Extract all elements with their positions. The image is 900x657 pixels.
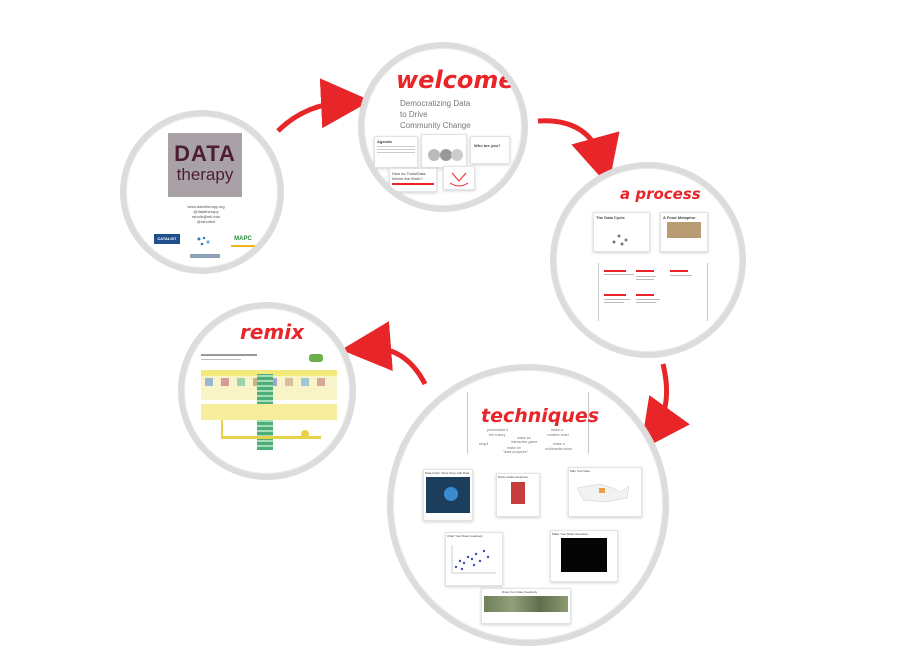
word-multimedia-show: multimedia show [545,447,572,451]
technique-card-interactive[interactable]: Make Your Data Interactive [550,530,618,582]
partner-logo-dots [196,234,212,246]
card-agenda-label: Agenda [377,139,392,144]
subtitle-line-3: Community Change [400,121,471,130]
remix-infographic [201,354,337,452]
process-bracket [598,263,708,321]
logo-line-1: DATA [174,141,236,166]
word-interactive-game: interactive game [511,440,538,444]
subtitle-line-2: to Drive [400,110,428,119]
welcome-subtitle: Democratizing Data to Drive Community Ch… [400,98,471,131]
arrow-welcome-to-process [537,118,620,187]
techniques-words: personalize it tell a story make an inte… [477,428,597,458]
intro-circle[interactable]: DATA therapy www.datatherapy.org @datath… [120,110,284,274]
process-card-data-cycle[interactable]: The Data Cycle [593,212,650,252]
word-sing-it: sing it [479,442,489,446]
contact-email: rahulb@mit.edu [191,214,221,219]
welcome-card-agenda[interactable]: Agenda [374,136,418,168]
arrow-intro-to-welcome [276,78,371,133]
arrow-process-to-techniques [640,363,690,451]
card-draw-label: Draw Your Data Creatively [502,590,538,594]
welcome-card-middle[interactable] [421,134,467,168]
process-card-food[interactable]: A Food Metaphor [660,212,708,252]
card-chart-label: Chart Your Data Creatively [447,534,483,538]
contact-twitter: @rahulbot [196,219,216,224]
word-data-sculpture: "data sculpture" [503,450,529,454]
techniques-title: techniques [481,405,600,427]
word-make-an-1: make an [517,436,531,440]
card-map-label: Map Your Data [570,469,590,473]
technique-card-story[interactable]: Data Chart: Tell a Story with Data [423,469,473,521]
techniques-bracket [467,392,589,454]
arrow-techniques-to-remix [341,321,428,386]
word-creative-chart: creative chart [547,433,569,437]
partner-logo-catalist: CATALIST [154,234,180,244]
welcome-card-bottom[interactable]: How do Tools/Data Inform the Work? [389,168,437,192]
welcome-circle[interactable]: welcome Democratizing Data to Drive Comm… [358,42,528,212]
remix-title: remix [240,320,305,344]
partner-logo-small [190,254,220,258]
card-story-label: Data Chart: Tell a Story with Data [425,471,470,475]
welcome-card-who[interactable]: Who are you? [470,136,510,164]
technique-card-draw[interactable]: Draw Your Data Creatively [481,588,571,624]
contact-lines: www.datatherapy.org @datatherapy rahulb@… [176,204,236,224]
technique-card-sculpture[interactable]: Draw a Data Sculpture [496,473,540,517]
card-data-cycle-label: The Data Cycle [596,215,625,220]
word-make-a-2: make a [553,442,565,446]
technique-card-chart[interactable]: Chart Your Data Creatively [445,532,503,586]
remix-circle[interactable]: remix [178,302,356,480]
card-interactive-label: Make Your Data Interactive [552,532,589,536]
process-title: a process [620,185,701,203]
welcome-title: welcome [396,66,515,94]
datatherapy-logo: DATA therapy [168,133,242,197]
partner-logo-mapc: MAPC [231,233,255,247]
process-circle[interactable]: a process The Data Cycle A Food Metaphor [550,162,746,358]
contact-website: www.datatherapy.org [187,204,225,209]
techniques-circle[interactable]: techniques personalize it tell a story m… [387,364,669,646]
card-bottom-label: How do Tools/Data Inform the Work? [392,171,426,181]
subtitle-line-1: Democratizing Data [400,99,471,108]
logo-line-2: therapy [176,165,234,184]
technique-card-map[interactable]: Map Your Data [568,467,642,517]
word-personalize: personalize it [487,428,509,432]
word-make-a-1: make a [551,428,563,432]
card-who-label: Who are you? [474,143,501,148]
card-food-label: A Food Metaphor [663,215,696,220]
word-tell-story: tell a story [489,433,506,437]
card-sculpture-label: Draw a Data Sculpture [498,475,529,479]
word-make-an-2: make an [507,446,521,450]
contact-handle: @datatherapy [193,209,219,214]
welcome-card-sketch[interactable] [443,166,475,190]
process-grid [604,266,704,318]
